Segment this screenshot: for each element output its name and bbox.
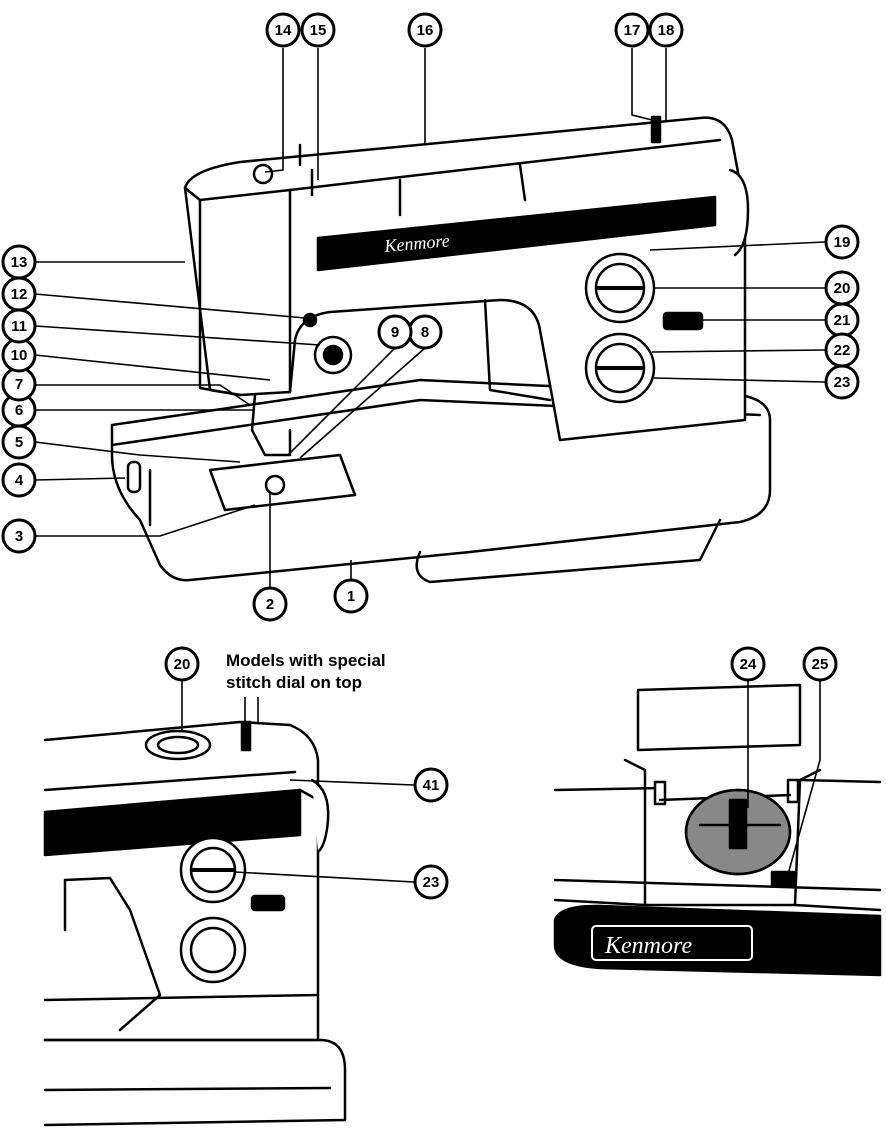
callout-label: 8 [421,324,429,341]
callout-label: 16 [417,22,434,39]
callout-41-inset: 41 [413,767,449,803]
callout-23-inset: 23 [413,864,449,900]
callout-label: 3 [15,528,23,545]
callout-1: 1 [333,578,369,614]
callout-9: 9 [377,314,413,350]
callout-label: 25 [812,656,829,673]
callout-label: 20 [174,656,191,673]
callout-23: 23 [824,364,860,400]
callout-20: 20 [824,270,860,306]
callouts-inset-right: 24 25 [730,646,838,682]
callout-4: 4 [1,462,37,498]
callout-2: 2 [252,586,288,622]
callout-12: 12 [1,276,37,312]
callout-label: 5 [15,434,23,451]
callouts-inset-left: 20 41 23 [164,646,449,900]
callout-label: 22 [834,342,851,359]
callout-label: 14 [275,22,292,39]
callout-label: 4 [15,472,24,489]
callout-25: 25 [802,646,838,682]
callout-20-inset: 20 [164,646,200,682]
callout-label: 19 [834,234,851,251]
leader-lines-inset-left [181,680,415,883]
callout-15: 15 [300,12,336,48]
callout-label: 41 [423,777,440,794]
callout-label: 10 [11,347,28,364]
callout-label: 13 [11,254,28,271]
main-machine-illustration [110,115,772,584]
callout-22: 22 [824,332,860,368]
callout-label: 6 [15,402,23,419]
callout-16: 16 [407,12,443,48]
callout-label: 7 [15,376,23,393]
inset-special-stitch-dial [43,720,347,1127]
callout-label: 12 [11,286,28,303]
callout-label: 15 [310,22,327,39]
brand-logo-inset: Kenmore [604,933,692,959]
callout-18: 18 [648,12,684,48]
inset-bobbin-area [553,683,882,977]
callout-label: 11 [11,318,27,335]
leader-lines-main [34,48,826,588]
note-line-1: Models with special [226,651,386,670]
callout-17: 17 [614,12,650,48]
callout-21: 21 [824,302,860,338]
callout-label: 9 [391,324,399,341]
callout-7: 7 [1,366,37,402]
callout-10: 10 [1,337,37,373]
callout-label: 2 [266,596,274,613]
leader-lines-inset-right [747,680,821,886]
callout-14: 14 [265,12,301,48]
callout-label: 23 [423,874,440,891]
callout-label: 24 [740,656,757,673]
callout-label: 18 [658,22,675,39]
callout-13: 13 [1,244,37,280]
callout-24: 24 [730,646,766,682]
callouts-main: 1 2 3 4 5 6 7 8 9 10 11 12 13 14 15 16 1… [1,12,860,622]
callout-label: 1 [347,588,355,605]
note-line-2: stitch dial on top [226,673,362,692]
callout-label: 21 [834,312,851,329]
callout-label: 17 [624,22,641,39]
callout-5: 5 [1,424,37,460]
callout-8: 8 [407,314,443,350]
callout-19: 19 [824,224,860,260]
callout-3: 3 [1,518,37,554]
callout-11: 11 [1,308,37,344]
callout-label: 20 [834,280,851,297]
callout-label: 23 [834,374,851,391]
